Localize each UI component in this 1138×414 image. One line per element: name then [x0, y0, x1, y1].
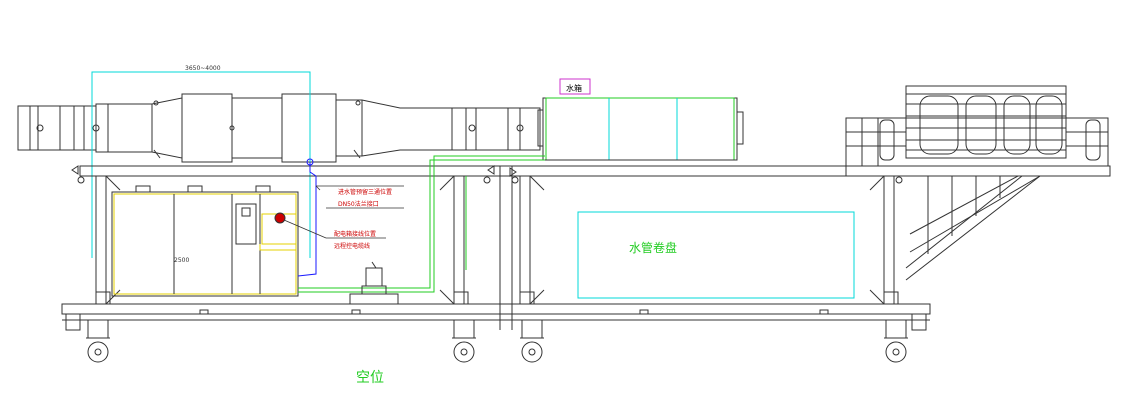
note-power-line1: 配电箱接线位置	[334, 230, 376, 238]
top-beam	[79, 165, 847, 177]
empty-space-label: 空位	[356, 370, 384, 386]
tank-body	[542, 97, 738, 161]
water-tank: 水箱	[537, 78, 744, 161]
dimension-cyan	[91, 71, 311, 258]
platform-railing	[845, 85, 1111, 281]
water-pipes	[259, 155, 545, 293]
note-pipe-line1: 进水管预留三通位置	[338, 188, 392, 196]
wheel-3	[520, 319, 544, 363]
bottom-beam	[61, 303, 931, 315]
note-power-line2: 远程控电缆线	[334, 242, 370, 250]
duct-section-1	[95, 103, 153, 153]
wheel-1	[86, 319, 110, 363]
tank-label: 水箱	[566, 83, 582, 93]
dimension-top-text: 3650~4000	[185, 65, 221, 72]
tank-label-box	[559, 78, 591, 95]
wheel-4	[884, 319, 908, 363]
duct-flex-right	[451, 107, 541, 151]
main-frame	[61, 165, 931, 331]
wheels	[86, 319, 908, 363]
power-connection-point	[274, 212, 286, 224]
electrical-cabinet	[111, 185, 299, 297]
air-duct	[17, 93, 541, 163]
pump	[349, 261, 399, 305]
notes: 进水管预留三通位置 DN50法兰接口 配电箱接线位置 远程控电缆线	[283, 185, 404, 250]
hose-reel-area	[577, 211, 855, 299]
wheel-2	[452, 319, 476, 363]
note-pipe-line2: DN50法兰接口	[338, 200, 379, 208]
hose-reel-label: 水管卷盘	[629, 240, 677, 255]
dimension-mid-text: 2500	[174, 257, 189, 264]
